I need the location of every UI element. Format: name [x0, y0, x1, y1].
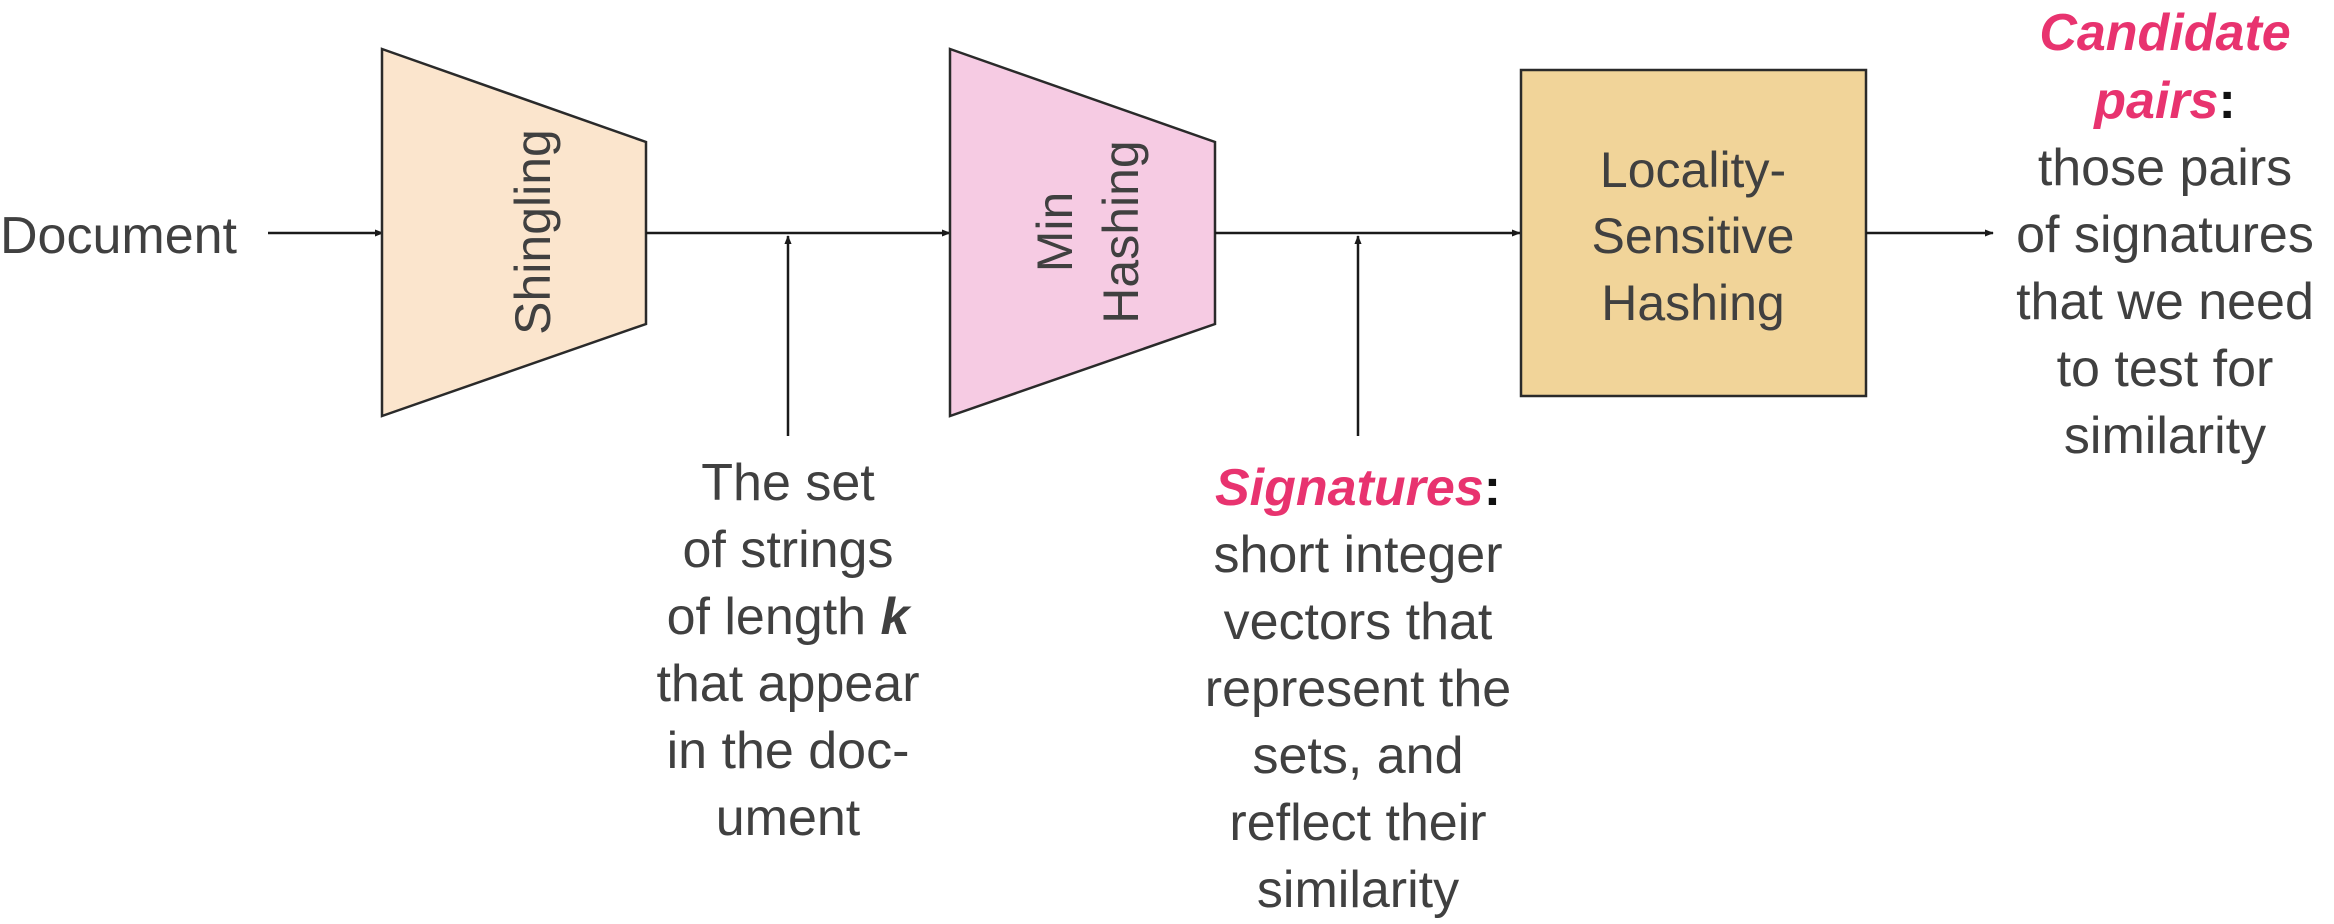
- shingling-label: Shingling: [505, 129, 561, 335]
- signatures-annotation-line3: represent the: [1205, 660, 1511, 718]
- candidate-title-colon: :: [2218, 72, 2235, 130]
- shingles-annotation-line2: of strings: [683, 521, 894, 579]
- minhash-label-line1: Min: [1027, 192, 1083, 273]
- shingles-annotation-line3-prefix: of length: [667, 588, 881, 646]
- signatures-title-term: Signatures: [1215, 459, 1484, 517]
- candidate-title-line2: pairs:: [2092, 72, 2236, 130]
- candidate-annotation-line1: those pairs: [2038, 139, 2292, 197]
- lsh-label-line2: Sensitive: [1592, 208, 1795, 264]
- signatures-title-colon: :: [1484, 459, 1501, 517]
- candidate-title-term: Candidate: [2039, 4, 2290, 62]
- signatures-annotation-line5: reflect their: [1229, 794, 1486, 852]
- minhash-label-line2: Hashing: [1093, 140, 1149, 323]
- signatures-annotation-line4: sets, and: [1252, 727, 1463, 785]
- signatures-annotation-line6: similarity: [1257, 861, 1459, 919]
- shingles-annotation-line1: The set: [701, 454, 875, 512]
- shingles-annotation-line6: ument: [716, 789, 861, 847]
- candidate-pairs-annotation: Candidate pairs: those pairs of signatur…: [2016, 4, 2314, 465]
- minhash-stage: [948, 47, 1217, 418]
- shingles-annotation: The set of strings of length k that appe…: [656, 454, 919, 847]
- candidate-annotation-line2: of signatures: [2016, 206, 2314, 264]
- candidate-title-line1: Candidate: [2039, 4, 2290, 62]
- candidate-title-pairs: pairs: [2092, 72, 2218, 130]
- signatures-annotation-line1: short integer: [1213, 526, 1502, 584]
- signatures-annotation-line2: vectors that: [1224, 593, 1493, 651]
- candidate-annotation-line5: similarity: [2064, 407, 2266, 465]
- signatures-annotation-title: Signatures:: [1215, 459, 1501, 517]
- signatures-annotation: Signatures: short integer vectors that r…: [1205, 459, 1511, 919]
- lsh-label-line3: Hashing: [1601, 275, 1784, 331]
- candidate-annotation-line4: to test for: [2057, 340, 2274, 398]
- shingles-annotation-line4: that appear: [656, 655, 919, 713]
- shingles-annotation-line3: of length k: [667, 588, 913, 646]
- document-label: Document: [0, 207, 238, 265]
- shingles-annotation-k-variable: k: [881, 588, 913, 646]
- shingling-stage: [380, 47, 648, 418]
- candidate-annotation-line3: that we need: [2016, 273, 2314, 331]
- lsh-label-line1: Locality-: [1600, 142, 1786, 198]
- shingles-annotation-line5: in the doc-: [667, 722, 910, 780]
